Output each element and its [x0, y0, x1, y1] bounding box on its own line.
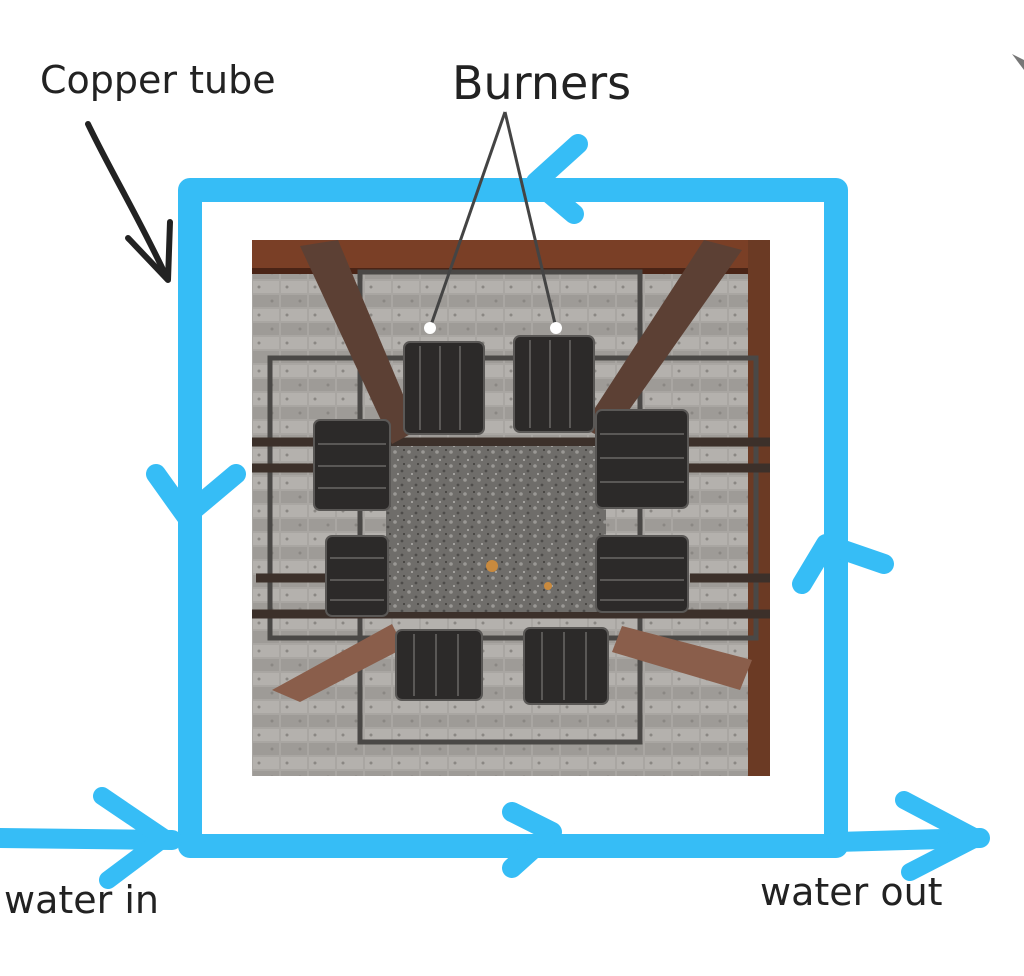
burner-marker-right — [550, 322, 562, 334]
burners-pointer — [428, 111, 558, 329]
burner-bottom-right — [523, 627, 609, 705]
flow-arrow-bottom — [502, 802, 562, 878]
burner-left-lower — [325, 535, 389, 617]
stray-mark — [1012, 54, 1024, 70]
burners-label: Burners — [452, 56, 632, 110]
ash-bed — [386, 446, 606, 612]
burner-marker-left — [424, 322, 436, 334]
water-out-pipe — [826, 791, 990, 881]
burner-top-left — [403, 341, 485, 435]
flow-arrow-left — [146, 464, 246, 526]
burner-right-lower — [595, 535, 689, 613]
corner-supports — [272, 240, 752, 702]
water-in-label: water in — [4, 878, 159, 922]
burner-top-right — [513, 335, 595, 433]
burner-right-upper — [595, 409, 689, 509]
flow-arrow-top — [526, 134, 588, 224]
flow-arrows — [146, 134, 894, 878]
copper-tube-label: Copper tube — [40, 58, 276, 102]
copper-tube-loop — [178, 178, 848, 858]
flow-arrow-right — [792, 534, 894, 594]
water-in-pipe — [0, 787, 182, 889]
stove-photo — [252, 240, 770, 776]
burner-bottom-left — [395, 629, 483, 701]
copper-tube-pointer — [85, 121, 173, 283]
burner-left-upper — [313, 419, 391, 511]
burner-set — [313, 335, 689, 705]
water-out-label: water out — [760, 870, 943, 914]
